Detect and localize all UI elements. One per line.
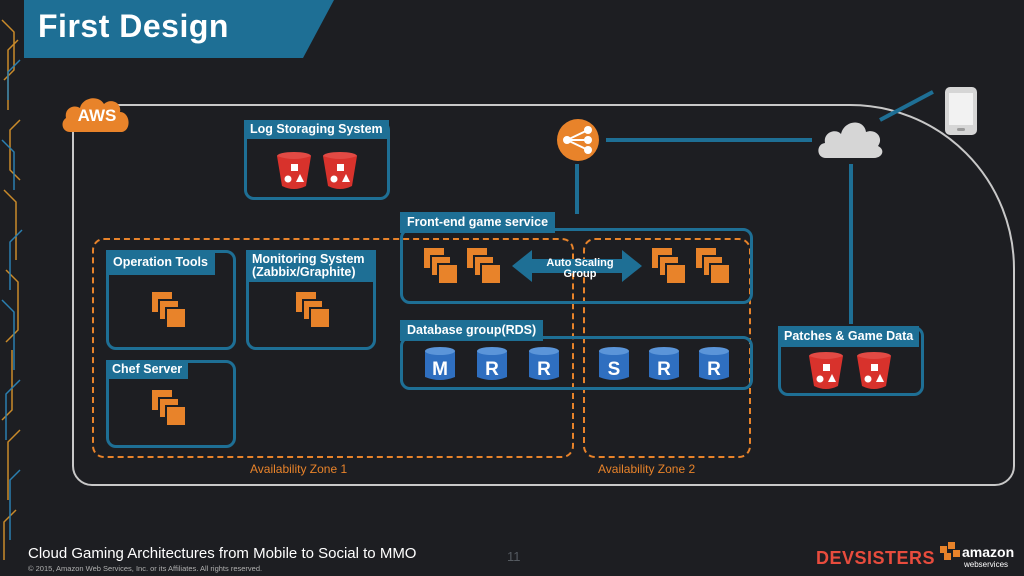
rds-database-icon: S: [599, 347, 629, 380]
ec2-instances-icon: [696, 248, 731, 285]
ec2-instances-icon: [152, 390, 187, 427]
database-group: [400, 336, 753, 390]
s3-bucket-icon: [809, 352, 843, 389]
elb-icon: [557, 119, 599, 161]
connector-elb-to-cloud: [606, 138, 812, 142]
monitoring-system-label: Monitoring System (Zabbix/Graphite): [246, 250, 376, 282]
svg-text:amazon: amazon: [962, 544, 1014, 560]
db-instance-letter: S: [608, 359, 621, 380]
s3-bucket-icon: [277, 152, 311, 189]
rds-database-icon: R: [529, 347, 559, 380]
db-instance-letter: M: [432, 359, 448, 380]
ec2-instances-icon: [296, 292, 331, 329]
rds-database-icon: R: [699, 347, 729, 380]
internet-cloud-icon: [818, 122, 883, 158]
auto-scaling-group-label: Auto Scaling Group: [546, 257, 614, 280]
footer-copyright: © 2015, Amazon Web Services, Inc. or its…: [28, 564, 263, 573]
title-banner: [24, 0, 334, 58]
database-group-label: Database group(RDS): [400, 320, 544, 341]
svg-text:webservices: webservices: [963, 560, 1008, 569]
ec2-instances-icon: [152, 292, 187, 329]
page-number: 11: [507, 549, 521, 564]
chef-server-label: Chef Server: [106, 360, 189, 379]
db-instance-letter: R: [537, 359, 551, 380]
rds-database-icon: R: [649, 347, 679, 380]
log-storage-label: Log Storaging System: [244, 120, 389, 139]
availability-zone-2-label: Availability Zone 2: [598, 462, 696, 476]
mobile-device-icon: [945, 87, 977, 135]
amazon-web-services-logo: amazon webservices: [940, 542, 1014, 569]
s3-bucket-icon: [323, 152, 357, 189]
availability-zone-1: [92, 238, 574, 458]
aws-badge-text: AWS: [77, 106, 117, 125]
page-title: First Design: [38, 8, 229, 44]
rds-database-icon: R: [477, 347, 507, 380]
ec2-instances-icon: [424, 248, 459, 285]
db-instance-letter: R: [707, 359, 721, 380]
circuit-decoration: [1, 19, 23, 560]
s3-bucket-icon: [857, 352, 891, 389]
operation-tools-label: Operation Tools: [106, 250, 215, 275]
db-instance-letter: R: [485, 359, 499, 380]
frontend-game-service-label: Front-end game service: [400, 212, 556, 233]
ec2-instances-icon: [652, 248, 687, 285]
aws-cloud-boundary: [72, 104, 1015, 486]
connector-cloud-to-patches: [849, 164, 853, 324]
devsisters-logo: DEVSISTERS: [816, 548, 936, 568]
db-instance-letter: R: [657, 359, 671, 380]
footer-title: Cloud Gaming Architectures from Mobile t…: [28, 545, 417, 562]
rds-database-icon: M: [425, 347, 455, 380]
connector-elb-to-frontend: [575, 164, 579, 214]
auto-scaling-arrow-icon: [512, 250, 642, 282]
patches-game-data-label: Patches & Game Data: [778, 326, 920, 347]
aws-cloud-icon: [62, 98, 129, 132]
frontend-game-service-group: [400, 228, 753, 304]
ec2-instances-icon: [467, 248, 502, 285]
availability-zone-1-label: Availability Zone 1: [250, 462, 348, 476]
